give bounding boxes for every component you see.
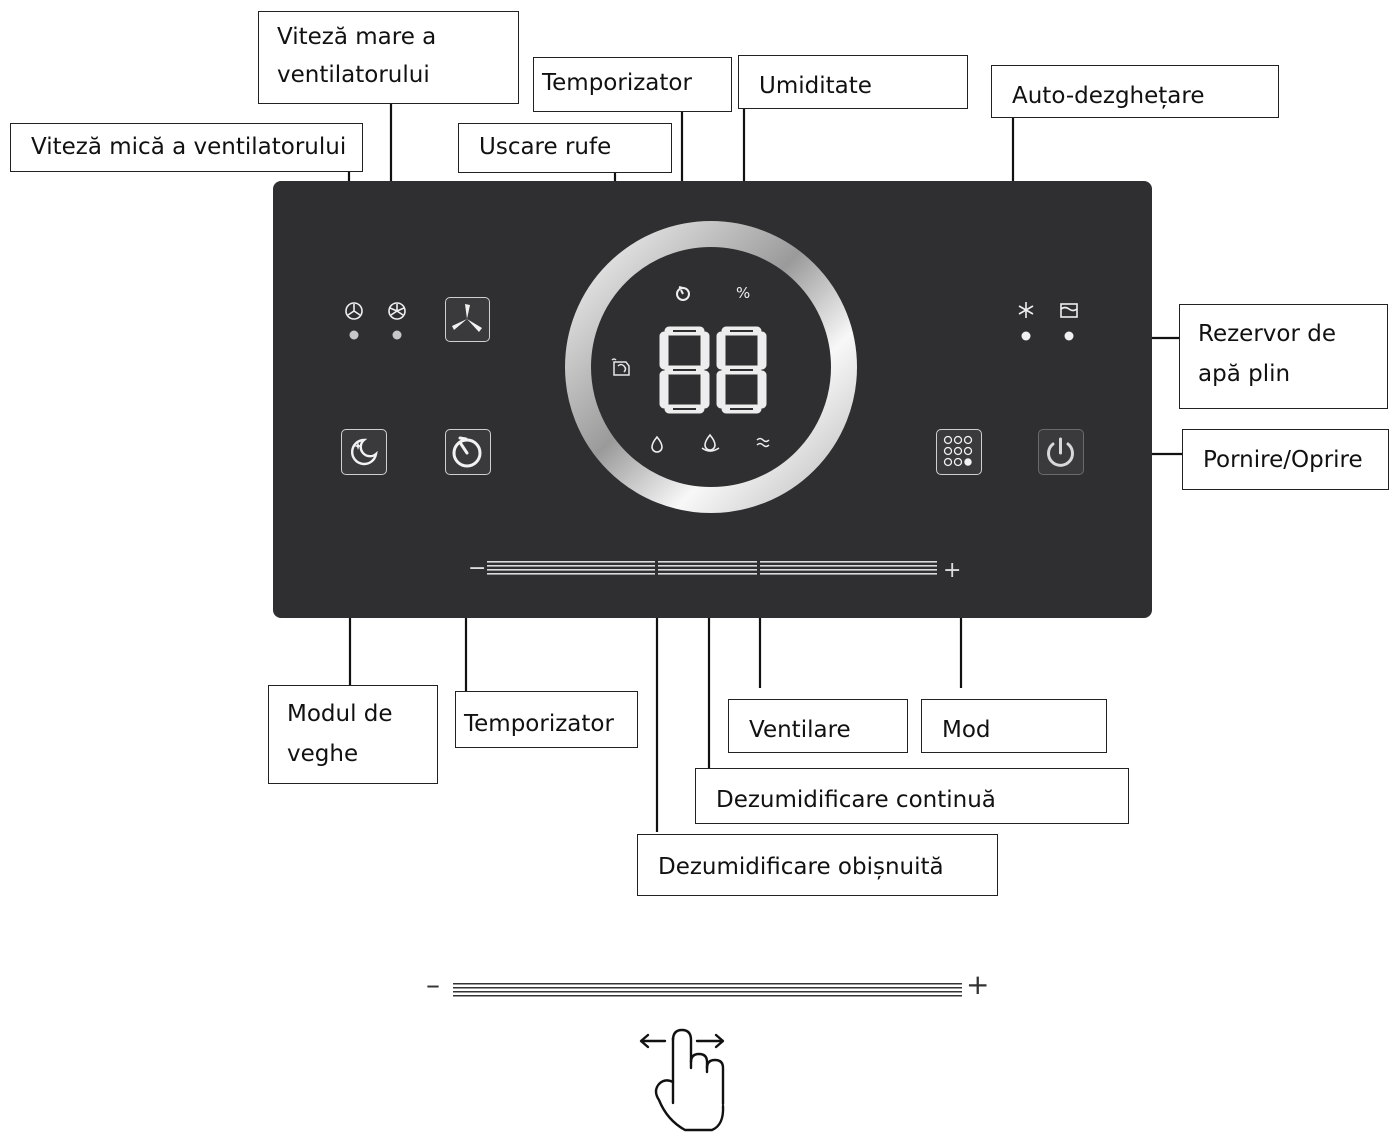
label-timer-top-text: Temporizator [542,70,692,96]
label-tank-full-line1: Rezervor de [1198,321,1336,347]
label-ventilation-text: Ventilare [749,717,851,743]
label-fan-low-text: Viteză mică a ventilatorului [31,134,347,160]
label-sleep: Modul de veghe [268,685,438,784]
digit-inner [673,330,753,410]
sleep-icon [351,438,378,466]
power-icon [1047,437,1074,467]
label-sleep-line1: Modul de [287,701,393,727]
panel-slider-minus: − [468,556,486,581]
fan-high-dot [392,330,402,340]
control-panel [273,181,1152,618]
sleep-button[interactable] [341,429,387,475]
panel-slider-track [487,561,937,575]
display-ring [565,221,857,513]
label-continuous: Dezumidificare continuă [695,768,1129,824]
continuous-dehumidify-icon [701,433,720,452]
label-fan-high-line2: ventilatorului [277,62,430,88]
laundry-icon [611,358,630,376]
normal-dehumidify-icon [651,435,663,453]
fan-high-icon [388,302,406,320]
mode-icon [943,435,973,467]
snowflake-icon [1018,302,1034,318]
fan-low-dot [349,330,359,340]
label-power-text: Pornire/Oprire [1203,447,1363,473]
percent-icon: % [736,284,751,302]
label-normal-text: Dezumidificare obișnuită [658,854,944,880]
fan-low-icon [345,302,363,320]
label-fan-high: Viteză mare a ventilatorului [258,11,519,104]
mode-button[interactable] [936,429,982,475]
label-defrost: Auto-dezghețare [991,65,1279,118]
defrost-dot [1021,331,1031,341]
hand-swipe-icon [639,1028,725,1132]
label-mode-text: Mod [942,717,991,743]
label-timer-top: Temporizator [533,57,732,112]
timer-button-icon [452,436,482,468]
label-defrost-text: Auto-dezghețare [1012,83,1205,109]
label-continuous-text: Dezumidificare continuă [716,787,996,813]
label-timer-bottom-text: Temporizator [464,711,614,737]
timer-icon [676,286,690,301]
label-laundry: Uscare rufe [458,123,672,173]
fan-speed-button[interactable] [445,297,490,342]
power-button[interactable] [1038,429,1084,475]
label-fan-low: Viteză mică a ventilatorului [10,123,363,172]
label-mode: Mod [921,699,1107,753]
label-normal: Dezumidificare obișnuită [637,834,998,896]
label-sleep-line2: veghe [287,741,359,767]
fan-speed-button-icon [452,304,482,332]
timer-button[interactable] [445,429,491,475]
label-humidity: Umiditate [738,55,968,109]
panel-slider-gaps [655,559,760,577]
label-tank-full-line2: apă plin [1198,361,1291,387]
swipe-slider-track [453,983,962,997]
label-tank-full: Rezervor de apă plin [1179,304,1388,409]
label-timer-bottom: Temporizator [455,691,638,748]
label-ventilation: Ventilare [728,699,908,753]
panel-slider-plus: + [943,558,961,583]
label-fan-high-line1: Viteză mare a [277,24,437,50]
swipe-slider-plus: + [966,968,990,1001]
tank-full-dot [1064,331,1074,341]
swipe-slider-minus: – [426,968,440,1001]
ventilation-icon [756,437,770,448]
water-tank-icon [1060,303,1078,318]
label-power: Pornire/Oprire [1182,429,1389,490]
label-humidity-text: Umiditate [759,73,872,99]
label-laundry-text: Uscare rufe [479,134,612,160]
